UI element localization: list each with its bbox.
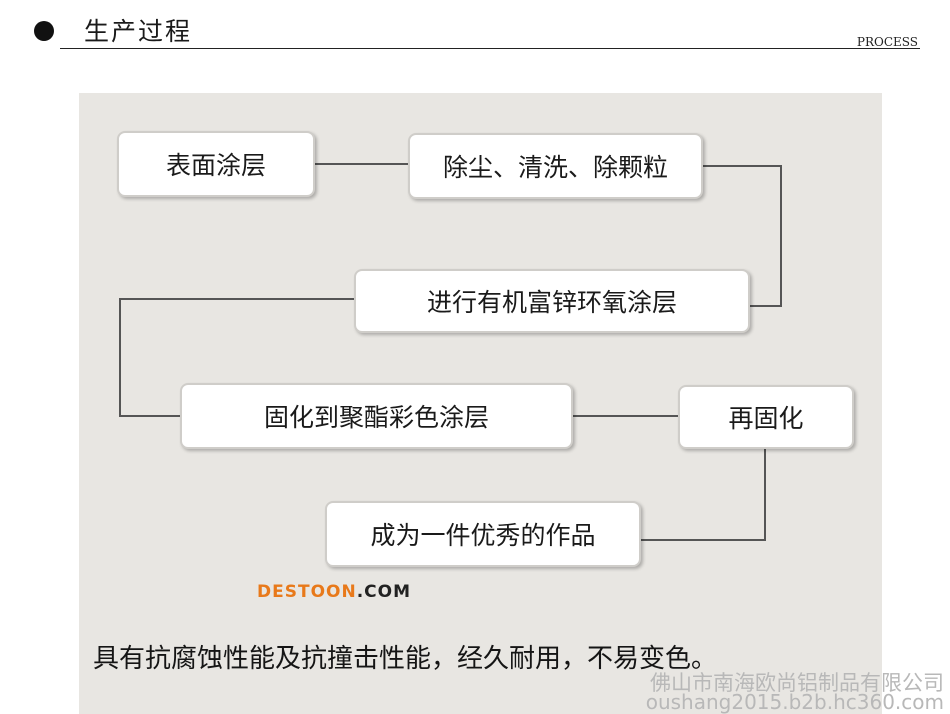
company-url-watermark: oushang2015.b2b.hc360.com <box>645 690 944 714</box>
connector-zinc-to-polyester <box>119 298 355 417</box>
step-zinc-epoxy-coating-label: 进行有机富锌环氧涂层 <box>426 288 677 317</box>
connector-clean-to-zinc <box>702 165 782 307</box>
company-watermark: 佛山市南海欧尚铝制品有限公司 <box>650 671 944 695</box>
step-finished-product: 成为一件优秀的作品 <box>325 501 641 567</box>
step-finished-product-label: 成为一件优秀的作品 <box>370 521 596 550</box>
step-polyester-coating: 固化到聚酯彩色涂层 <box>180 383 573 449</box>
watermark-logo-part2: .COM <box>356 582 412 602</box>
diagram-caption: 具有抗腐蚀性能及抗撞击性能，经久耐用，不易变色。 <box>93 644 718 674</box>
watermark-logo-part1: DESTOON <box>257 582 357 602</box>
step-zinc-epoxy-coating: 进行有机富锌环氧涂层 <box>354 269 750 333</box>
step-polyester-coating-label: 固化到聚酯彩色涂层 <box>263 403 489 432</box>
title-divider <box>60 48 920 49</box>
page-title: 生产过程 <box>84 17 193 46</box>
step-surface-coating: 表面涂层 <box>117 131 315 197</box>
step-recure-label: 再固化 <box>728 404 804 433</box>
process-diagram-panel: 表面涂层 除尘、清洗、除颗粒 进行有机富锌环氧涂层 固化到聚酯彩色涂层 再固化 … <box>79 93 882 714</box>
title-bullet-icon <box>34 21 54 41</box>
step-recure: 再固化 <box>678 385 854 449</box>
step-dust-clean: 除尘、清洗、除颗粒 <box>408 133 703 199</box>
connector-lines <box>119 163 782 541</box>
connector-recure-to-finished <box>641 448 766 541</box>
destoon-watermark-logo: DESTOON.COM <box>257 582 411 602</box>
step-dust-clean-label: 除尘、清洗、除颗粒 <box>442 153 668 182</box>
step-surface-coating-label: 表面涂层 <box>165 151 266 180</box>
page-subtitle: PROCESS <box>856 35 918 49</box>
